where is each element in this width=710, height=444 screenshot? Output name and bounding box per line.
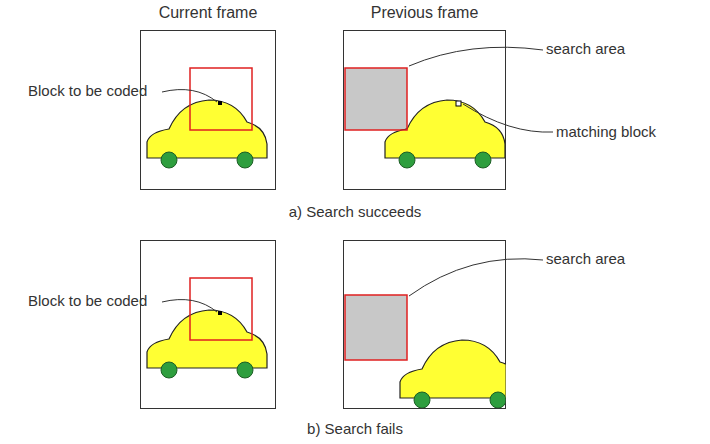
frame-heading: Previous frame [371, 4, 479, 22]
caption-label: a) Search succeeds [289, 203, 422, 220]
block-to-code [190, 278, 252, 340]
callout-label: search area [546, 250, 625, 267]
car [385, 100, 505, 168]
search-area [345, 295, 407, 360]
leader-line [409, 47, 543, 66]
callout-label: matching block [556, 123, 656, 140]
car [147, 310, 267, 378]
leader-line [162, 90, 217, 102]
callout-label: search area [546, 40, 625, 57]
leader-line [162, 300, 217, 312]
leader-line [409, 259, 543, 296]
callout-label: Block to be coded [28, 292, 147, 309]
matching-block [456, 101, 461, 106]
block-to-code [190, 68, 252, 130]
car [147, 100, 267, 168]
frame-heading: Current frame [159, 4, 258, 22]
frame-box: Current frame [140, 30, 276, 190]
frame [141, 241, 276, 409]
block-dot [218, 311, 222, 315]
search-area [345, 68, 407, 130]
search-area-fill [345, 68, 407, 130]
leader-line [463, 104, 553, 132]
caption-label: b) Search fails [307, 420, 403, 437]
callout-label: Block to be coded [28, 82, 147, 99]
block-dot [218, 101, 222, 105]
car [400, 340, 520, 408]
car-overlap [400, 340, 407, 360]
car-overlap [385, 100, 407, 130]
search-area-fill [345, 295, 407, 360]
frame-box: Previous frame [343, 30, 506, 190]
